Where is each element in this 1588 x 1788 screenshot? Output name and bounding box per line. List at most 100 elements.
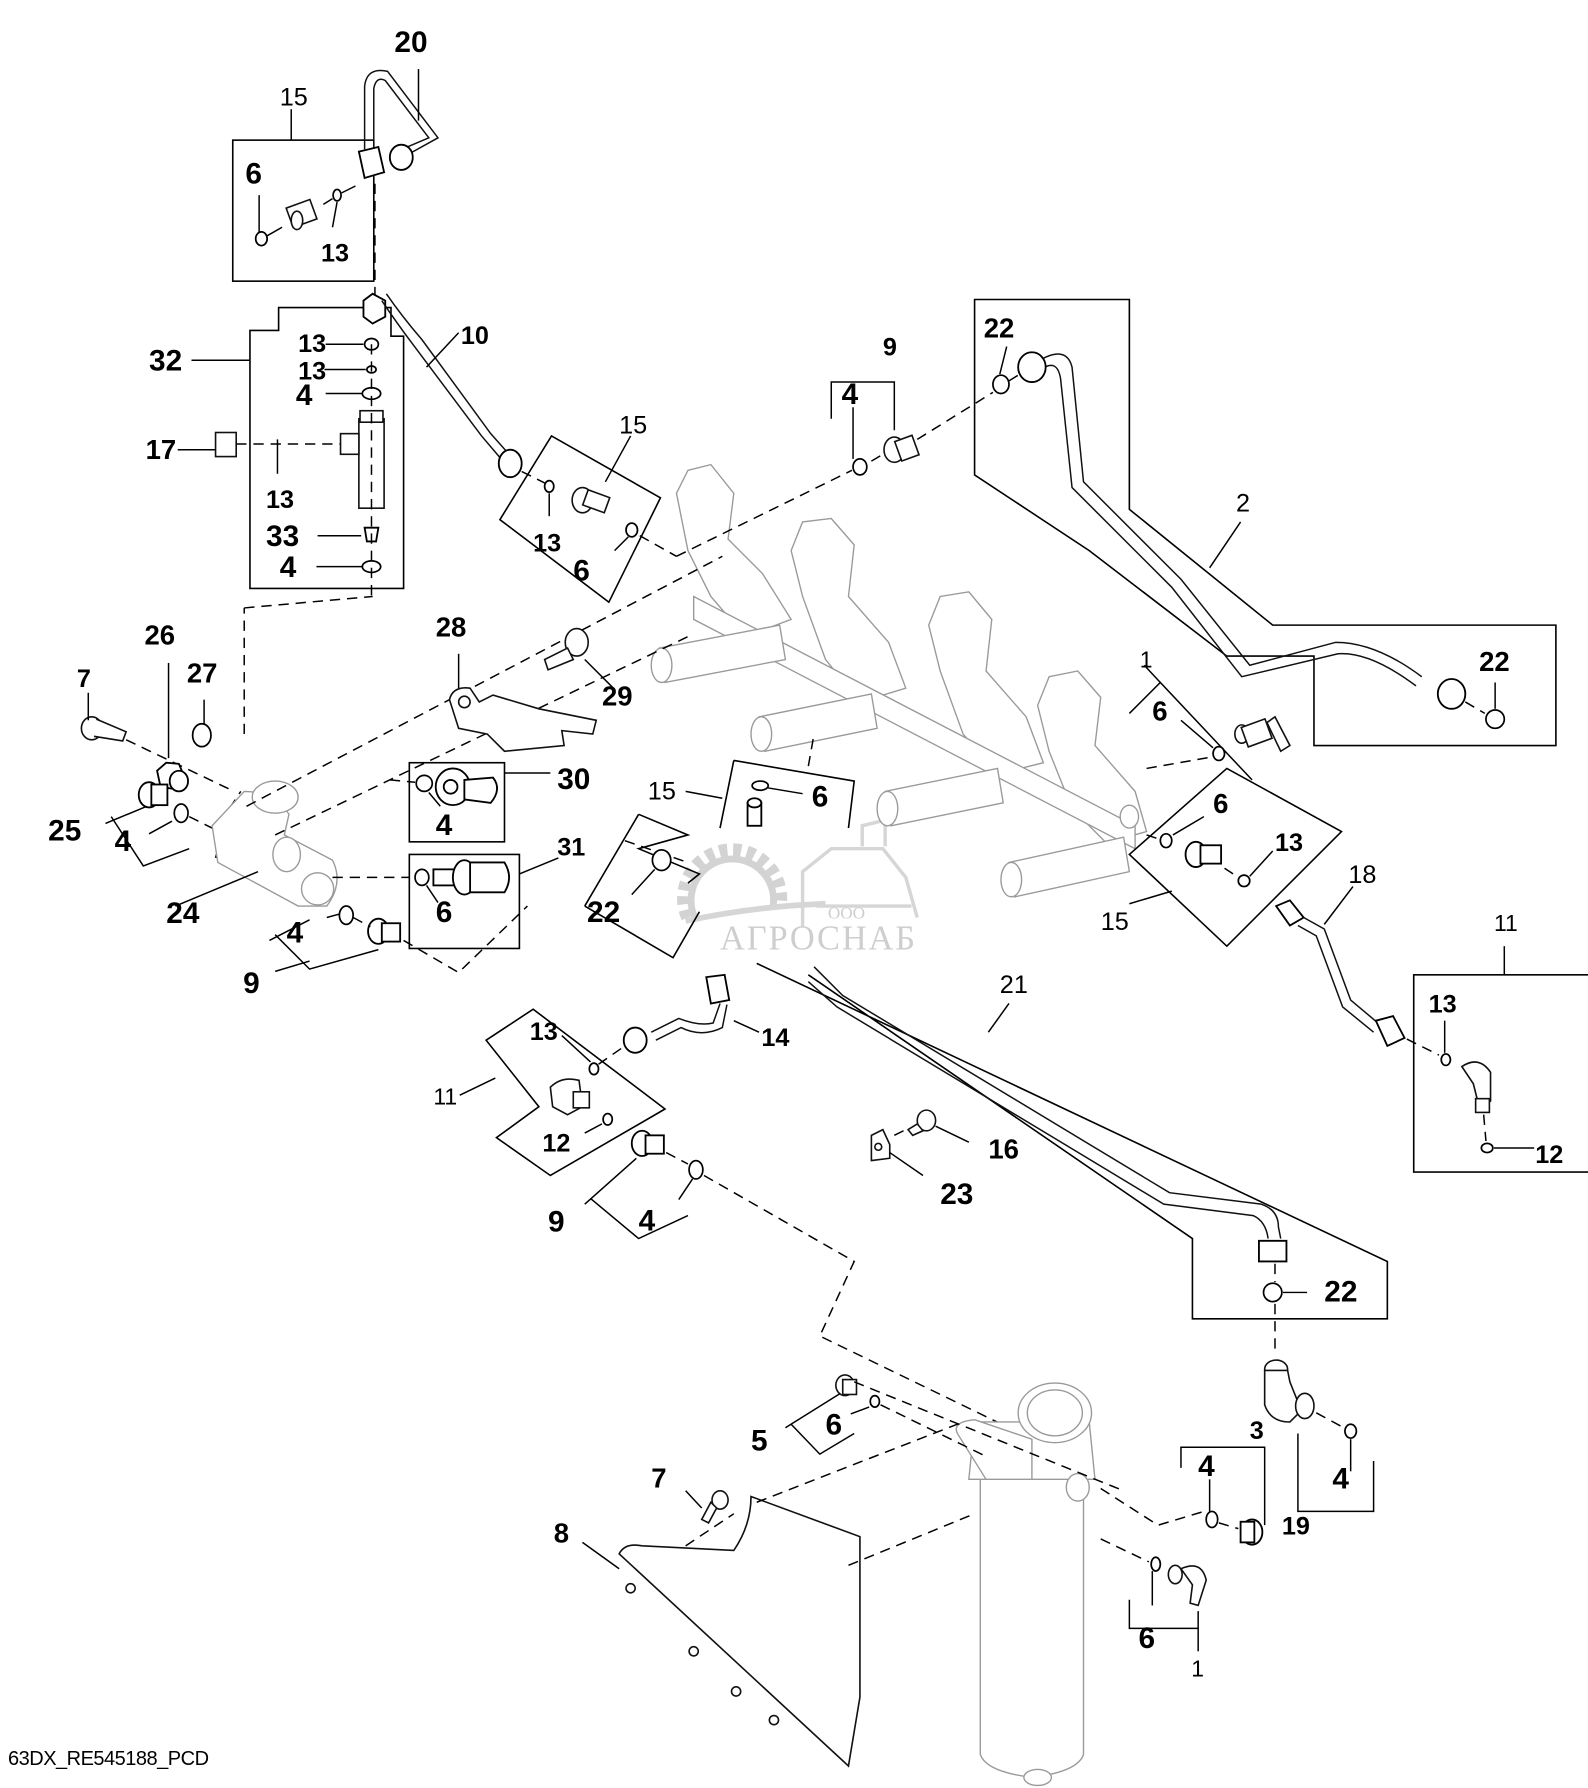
callout-6: 6 <box>826 1409 843 1442</box>
gear-logo-icon <box>677 843 788 921</box>
callout-15: 15 <box>280 84 308 112</box>
callout-27: 27 <box>187 657 218 688</box>
callout-25: 25 <box>48 815 81 848</box>
elbow-fitting-part <box>549 1078 591 1116</box>
drawing-code: 63DX_RE545188_PCD <box>8 1748 209 1770</box>
callout-5: 5 <box>751 1425 768 1458</box>
fitting-part <box>571 486 611 514</box>
callout-14: 14 <box>761 1024 789 1052</box>
watermark: ООО АГРОСНАБ <box>677 817 919 958</box>
bolt-part-7 <box>80 716 128 742</box>
callout-23: 23 <box>940 1178 973 1211</box>
callout-21: 21 <box>1000 971 1028 999</box>
fuel-filter <box>955 1382 1096 1787</box>
callout-4: 4 <box>639 1205 656 1238</box>
callout-17: 17 <box>146 434 177 465</box>
elbow-fitting-part <box>1460 1061 1492 1114</box>
callout-28: 28 <box>436 612 467 643</box>
group-15-upper-middle <box>498 434 677 604</box>
o-ring-part <box>332 188 342 202</box>
callout-7: 7 <box>77 665 91 693</box>
callout-13: 13 <box>266 486 294 514</box>
callout-6: 6 <box>436 896 453 929</box>
plug-group-4 <box>1100 1446 1266 1546</box>
callout-6: 6 <box>1139 1622 1156 1655</box>
callout-15: 15 <box>619 412 647 440</box>
swoosh <box>685 900 826 924</box>
fuel-line-20 <box>357 69 440 180</box>
pressure-sensor-part <box>434 767 498 807</box>
fuel-line-21 <box>756 962 1389 1354</box>
callout-6: 6 <box>812 780 829 813</box>
plug-part-5 <box>835 1374 858 1397</box>
callout-9: 9 <box>548 1206 565 1239</box>
callout-13: 13 <box>1275 829 1303 857</box>
elbow-fitting-part-3 <box>1263 1359 1315 1423</box>
group-15-right <box>1128 767 1343 948</box>
callout-9: 9 <box>243 967 260 1000</box>
fuel-block-24 <box>211 780 338 907</box>
group-22-center <box>584 813 701 959</box>
callout-6: 6 <box>573 554 590 587</box>
bracket-28 <box>448 653 598 753</box>
fuel-line-10 <box>425 332 523 479</box>
group-11-right <box>1406 946 1588 1173</box>
group-9-lower <box>584 1129 1010 1429</box>
callout-22: 22 <box>1479 646 1510 677</box>
callout-13: 13 <box>1429 991 1457 1019</box>
combine-harvester-icon <box>800 817 919 927</box>
bolt-29 <box>543 627 614 689</box>
left-block-group <box>80 555 723 974</box>
callout-4: 4 <box>436 809 453 842</box>
callout-13: 13 <box>533 530 561 558</box>
callout-24: 24 <box>166 897 200 930</box>
callout-18: 18 <box>1348 861 1376 889</box>
callout-9: 9 <box>883 334 897 362</box>
callout-labels: 2015613321313417133341015136942222226277… <box>48 26 1563 1682</box>
bracket-8 <box>582 1421 975 1768</box>
bolt-part <box>700 1489 729 1524</box>
elbow-group-3-19 <box>1263 1359 1375 1513</box>
fitting-part-9 <box>630 1129 665 1157</box>
callout-33: 33 <box>266 520 299 553</box>
callout-22: 22 <box>587 896 620 929</box>
group-11-left <box>459 1008 667 1177</box>
callout-26: 26 <box>144 620 175 651</box>
fitting-part <box>746 797 763 827</box>
o-ring-part <box>254 230 269 247</box>
callout-6: 6 <box>1152 695 1167 726</box>
callout-2: 2 <box>1236 490 1250 518</box>
callout-6: 6 <box>245 158 262 191</box>
fitting-part <box>285 198 318 231</box>
callout-10: 10 <box>461 322 489 350</box>
callout-13: 13 <box>530 1018 558 1046</box>
nut-part <box>1017 351 1047 383</box>
group-15-center <box>685 733 856 829</box>
fitting-part <box>1184 840 1223 868</box>
fitting-part-9 <box>883 434 921 464</box>
nut-part-17 <box>214 431 237 458</box>
sensor-group-30 <box>389 761 551 843</box>
callout-4: 4 <box>296 379 313 412</box>
callout-19: 19 <box>1282 1512 1310 1540</box>
elbow-group-1-lower <box>1100 1538 1208 1652</box>
elbow-fitting-part <box>1234 715 1291 753</box>
watermark-brand: АГРОСНАБ <box>720 920 915 958</box>
plug-part-25 <box>137 781 169 809</box>
group-box <box>231 139 375 282</box>
callout-12: 12 <box>542 1129 570 1157</box>
plug-group-5-6 <box>785 1374 1124 1492</box>
bolt-part-16 <box>906 1109 937 1137</box>
callout-16: 16 <box>988 1133 1019 1164</box>
callout-31: 31 <box>557 834 585 862</box>
group-15-top-left <box>231 109 375 282</box>
callout-8: 8 <box>554 1517 569 1548</box>
callout-7: 7 <box>651 1462 666 1493</box>
clip-group-16-23 <box>870 1109 970 1177</box>
sensor-group-31 <box>408 853 559 950</box>
callout-4: 4 <box>280 551 297 584</box>
callout-4: 4 <box>287 917 304 950</box>
callout-13: 13 <box>298 330 326 358</box>
callout-3: 3 <box>1250 1417 1264 1445</box>
